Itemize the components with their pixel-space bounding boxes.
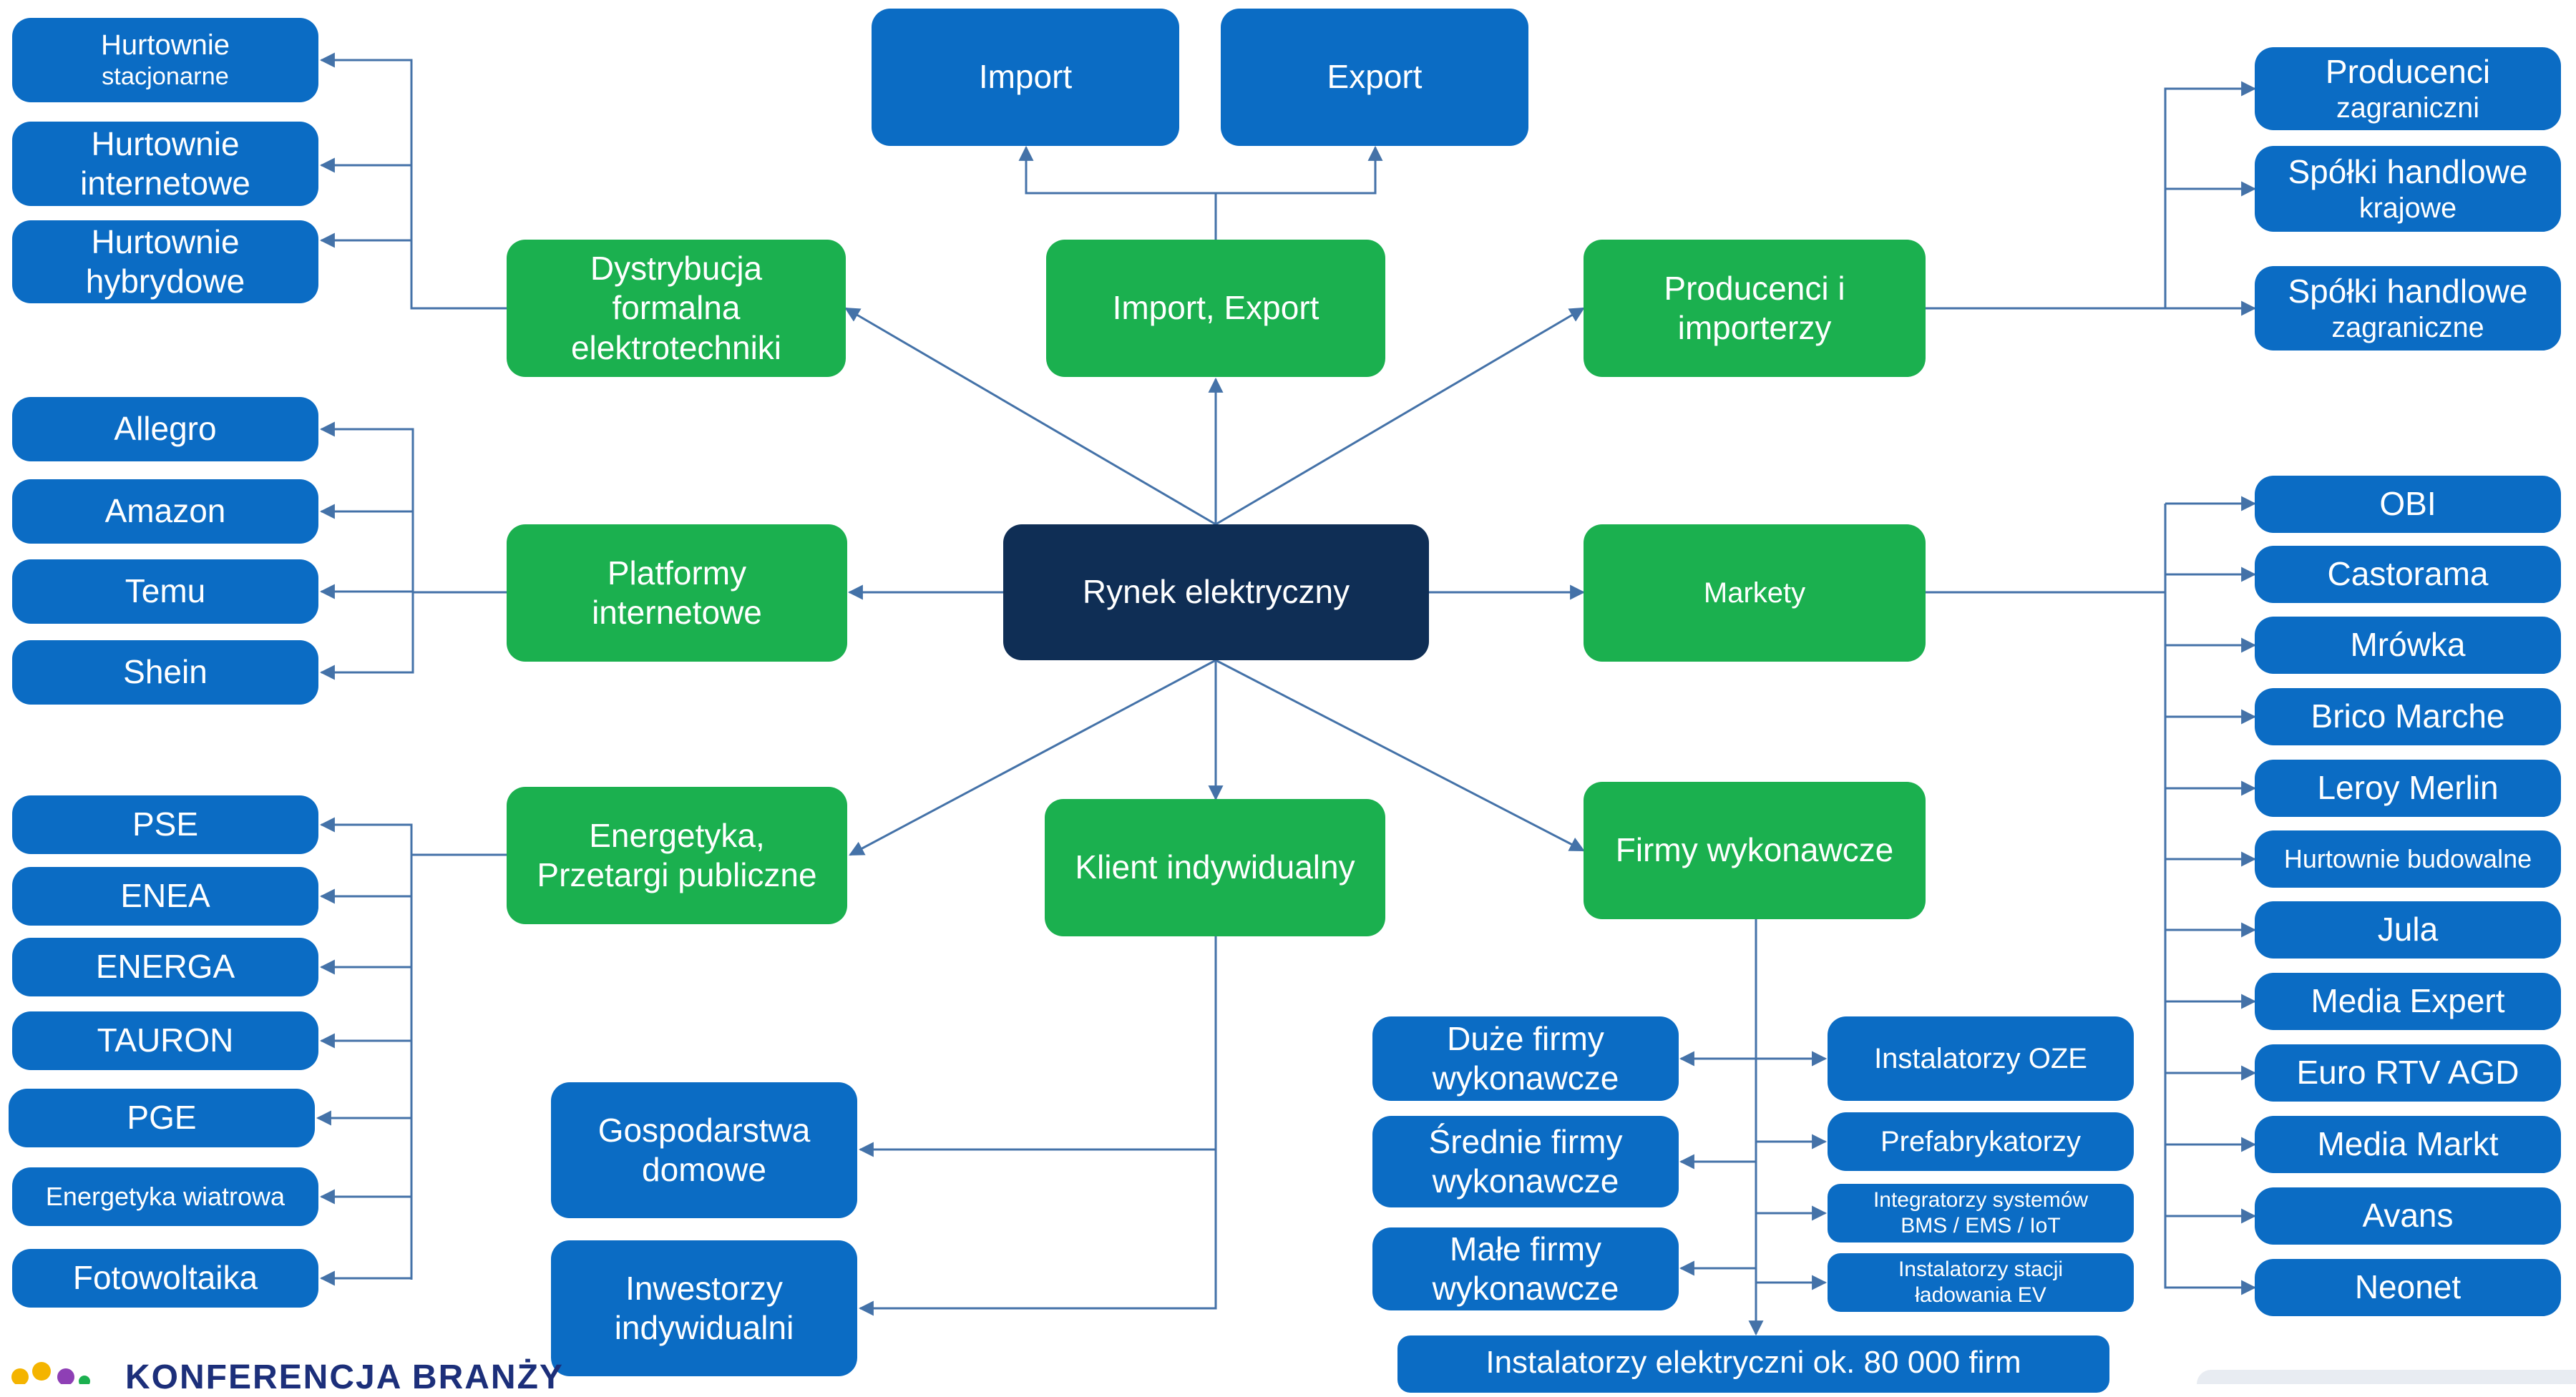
producenci-zagraniczni-line-2: zagraniczni	[2336, 92, 2480, 124]
market-euro-rtv-agd-node[interactable]: Euro RTV AGD	[2255, 1044, 2561, 1102]
inwestorzy-line-1: Inwestorzy	[625, 1269, 783, 1307]
export-node[interactable]: Export	[1221, 9, 1528, 146]
instalatorzy-elektryczni-node[interactable]: Instalatorzy elektryczni ok. 80 000 firm	[1397, 1335, 2109, 1393]
platformy-line-1: Platformy	[607, 554, 747, 592]
hurtownie-stacjonarne-line-2: stacjonarne	[102, 63, 229, 91]
gospodarstwa-line-2: domowe	[642, 1151, 766, 1188]
dystrybucja-line-1: Dystrybucja	[590, 250, 763, 288]
market-neonet-node[interactable]: Neonet	[2255, 1259, 2561, 1316]
prefabrykatorzy-line-1: Prefabrykatorzy	[1880, 1126, 2082, 1157]
hurtownie-hybrydowe-line-1: Hurtownie	[91, 222, 240, 260]
platformy-line-2: internetowe	[592, 594, 762, 631]
klient-indywidualny-node[interactable]: Klient indywidualny	[1045, 799, 1385, 936]
shein-node[interactable]: Shein	[12, 640, 318, 705]
duze-firmy-line-2: wykonawcze	[1432, 1059, 1619, 1097]
dystrybucja-line-2: formalna	[612, 289, 741, 327]
market-leroy-merlin-node[interactable]: Leroy Merlin	[2255, 760, 2561, 817]
srednie-firmy-line-1: Średnie firmy	[1428, 1122, 1623, 1160]
male-firmy-line-1: Małe firmy	[1449, 1230, 1602, 1268]
energy-energa-node[interactable]: ENERGA	[12, 938, 318, 996]
hurtownie-hybrydowe-line-2: hybrydowe	[85, 263, 245, 300]
energetyka-line-1: Energetyka,	[589, 816, 765, 854]
producenci-zagraniczni-line-1: Producenci	[2325, 52, 2491, 90]
rynek-elektryczny-node[interactable]: Rynek elektryczny	[1003, 524, 1429, 660]
conference-logo-icon	[11, 1362, 90, 1384]
spolki-krajowe-line-2: krajowe	[2358, 192, 2457, 224]
spolki-zagraniczne-line-2: zagraniczne	[2331, 311, 2484, 343]
import-export-node[interactable]: Import, Export	[1046, 240, 1385, 377]
energy-fotowoltaika-node[interactable]: Fotowoltaika	[12, 1249, 318, 1308]
hurtownie-internetowe-line-2: internetowe	[80, 165, 250, 202]
energetyka-line-2: Przetargi publiczne	[537, 856, 817, 893]
amazon-node[interactable]: Amazon	[12, 479, 318, 544]
integratorzy-line-1: Integratorzy systemów	[1873, 1188, 2089, 1212]
instalatorzy-oze-line-1: Instalatorzy OZE	[1874, 1043, 2087, 1074]
dystrybucja-line-3: elektrotechniki	[570, 328, 782, 366]
allegro-node[interactable]: Allegro	[12, 397, 318, 461]
duze-firmy-line-1: Duże firmy	[1447, 1019, 1604, 1057]
srednie-firmy-line-2: wykonawcze	[1432, 1162, 1619, 1200]
spolki-zagraniczne-line-1: Spółki handlowe	[2288, 272, 2528, 310]
market-obi-node[interactable]: OBI	[2255, 476, 2561, 533]
market-jula-node[interactable]: Jula	[2255, 901, 2561, 959]
prefabrykatorzy-node[interactable]: Prefabrykatorzy	[1828, 1112, 2134, 1171]
market-media-markt-node[interactable]: Media Markt	[2255, 1116, 2561, 1173]
gospodarstwa-line-1: Gospodarstwa	[597, 1111, 811, 1149]
producenci-line-2: importerzy	[1677, 309, 1832, 346]
spolki-krajowe-line-1: Spółki handlowe	[2288, 152, 2528, 190]
market-mrowka-node[interactable]: Mrówka	[2255, 617, 2561, 674]
producenci-line-1: Producenci i	[1664, 269, 1845, 307]
energy-wiatrowa-node[interactable]: Energetyka wiatrowa	[12, 1167, 318, 1226]
instalatorzy-ev-line-1: Instalatorzy stacji	[1898, 1258, 2064, 1281]
firmy-wykonawcze-node[interactable]: Firmy wykonawcze	[1584, 782, 1926, 919]
brand-text: KONFERENCJA BRANŻY	[125, 1358, 564, 1396]
markety-node[interactable]: Markety	[1584, 524, 1926, 662]
market-avans-node[interactable]: Avans	[2255, 1187, 2561, 1245]
hurtownie-stacjonarne-line-1: Hurtownie	[100, 29, 230, 62]
energy-tauron-node[interactable]: TAURON	[12, 1011, 318, 1070]
temu-node[interactable]: Temu	[12, 559, 318, 624]
male-firmy-line-2: wykonawcze	[1432, 1270, 1619, 1307]
market-brico-marche-node[interactable]: Brico Marche	[2255, 688, 2561, 745]
energy-pge-node[interactable]: PGE	[9, 1089, 315, 1147]
energy-pse-node[interactable]: PSE	[12, 795, 318, 854]
market-hurtownie-budowalne-node[interactable]: Hurtownie budowalne	[2255, 830, 2561, 888]
integratorzy-line-2: BMS / EMS / IoT	[1901, 1214, 2061, 1237]
instalatorzy-ev-line-2: ładowania EV	[1915, 1283, 2046, 1307]
inwestorzy-line-2: indywidualni	[614, 1309, 794, 1346]
energetyka-node[interactable]: Energetyka,Przetargi publiczne	[507, 787, 847, 924]
market-media-expert-node[interactable]: Media Expert	[2255, 973, 2561, 1030]
energy-enea-node[interactable]: ENEA	[12, 867, 318, 926]
market-castorama-node[interactable]: Castorama	[2255, 546, 2561, 603]
corner-decoration	[2197, 1370, 2576, 1384]
hurtownie-internetowe-line-1: Hurtownie	[91, 124, 240, 162]
import-node[interactable]: Import	[872, 9, 1179, 146]
instalatorzy-oze-node[interactable]: Instalatorzy OZE	[1828, 1016, 2134, 1101]
